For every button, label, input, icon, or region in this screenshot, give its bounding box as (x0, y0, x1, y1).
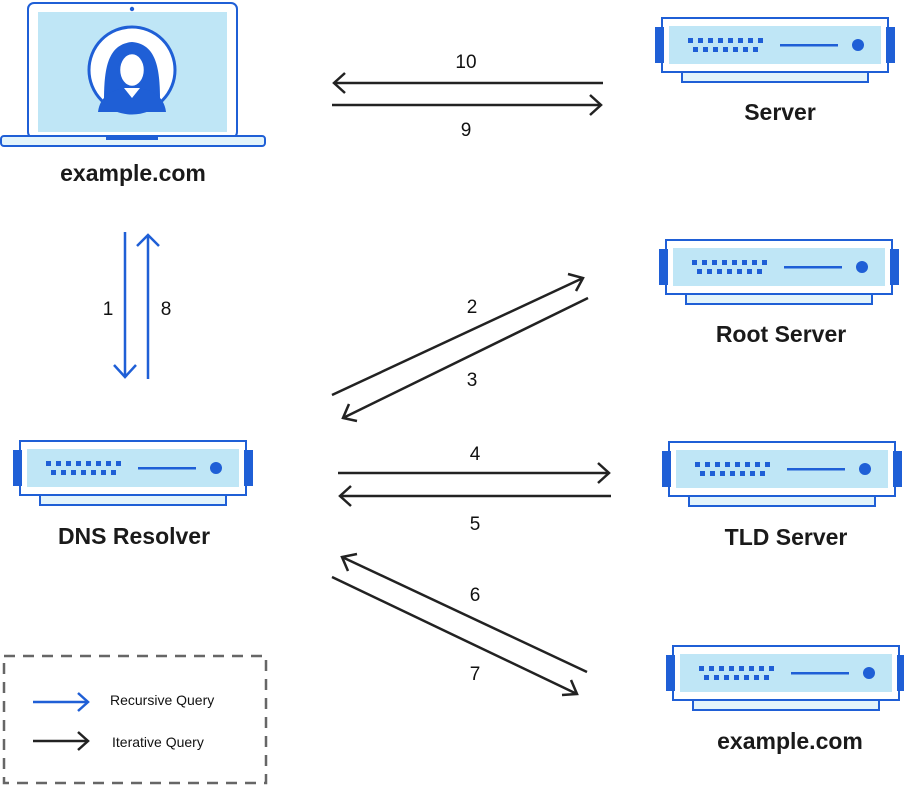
server-label: Server (744, 99, 816, 125)
arrow-step-5 (338, 485, 611, 507)
arrow-step-9 (332, 94, 603, 116)
arrow-step-1 (113, 232, 137, 379)
arrow-step-7 (331, 575, 579, 697)
arrow-step-6 (340, 552, 588, 674)
legend-box (2, 654, 268, 785)
arrow-step-10 (332, 72, 603, 94)
tld-server-icon (661, 441, 903, 507)
step-label-7: 7 (470, 664, 481, 685)
legend-iterative-label: Iterative Query (112, 734, 204, 750)
step-label-4: 4 (470, 444, 481, 465)
tld-server-label: TLD Server (725, 524, 848, 550)
server-icon (654, 17, 896, 83)
step-label-6: 6 (470, 585, 481, 606)
root-server-icon (658, 239, 900, 305)
legend: Recursive Query Iterative Query (2, 654, 268, 785)
step-label-10: 10 (455, 52, 476, 73)
step-label-3: 3 (467, 370, 478, 391)
legend-iterative-arrow (33, 731, 90, 751)
step-label-5: 5 (470, 514, 481, 535)
laptop-user-icon (0, 2, 266, 147)
authoritative-server-label: example.com (717, 728, 863, 754)
legend-recursive-arrow (33, 692, 90, 712)
arrow-step-3 (341, 296, 589, 423)
step-label-2: 2 (467, 297, 478, 318)
step-label-1: 1 (103, 299, 114, 320)
legend-recursive-label: Recursive Query (110, 692, 214, 708)
authoritative-server-icon (665, 645, 904, 711)
arrow-step-4 (338, 462, 611, 484)
step-label-8: 8 (161, 299, 172, 320)
step-label-9: 9 (461, 120, 472, 141)
dns-resolver-label: DNS Resolver (58, 523, 210, 549)
client-label: example.com (60, 160, 206, 186)
arrow-step-8 (136, 233, 160, 379)
dns-resolver-icon (12, 440, 254, 506)
root-server-label: Root Server (716, 321, 846, 347)
arrow-step-2 (331, 272, 585, 397)
